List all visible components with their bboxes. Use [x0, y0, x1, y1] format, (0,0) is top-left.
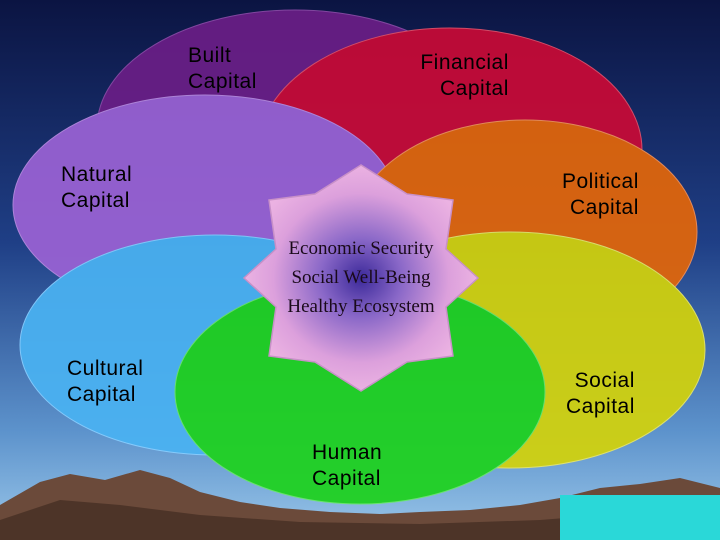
mountain-shade: [0, 500, 720, 540]
goal-healthy-ecosystem: Healthy Ecosystem: [287, 296, 435, 317]
label-social: Social Capital: [566, 368, 635, 420]
label-built-line2: Capital: [188, 70, 257, 93]
center-star: [242, 164, 480, 392]
goal-economic-security: Economic Security: [288, 238, 434, 259]
label-natural-line1: Natural: [61, 163, 133, 186]
label-human-line1: Human: [312, 441, 383, 464]
label-financial-line2: Capital: [440, 77, 509, 100]
label-cultural-line1: Cultural: [67, 357, 144, 380]
label-social-line2: Capital: [566, 395, 635, 418]
label-political-line2: Capital: [570, 196, 639, 219]
goal-social-well-being: Social Well-Being: [291, 267, 431, 288]
sea: [560, 495, 720, 540]
label-cultural-line2: Capital: [67, 383, 136, 406]
label-human-line2: Capital: [312, 467, 381, 490]
label-human: Human Capital: [312, 440, 382, 492]
label-cultural: Cultural Capital: [67, 356, 143, 408]
label-natural: Natural Capital: [61, 162, 132, 214]
label-political: Political Capital: [562, 169, 639, 221]
label-financial: Financial Capital: [410, 50, 509, 102]
label-political-line1: Political: [562, 170, 639, 193]
label-social-line1: Social: [574, 369, 635, 392]
label-natural-line2: Capital: [61, 189, 130, 212]
center-goals: Economic Security Social Well-Being Heal…: [246, 234, 476, 321]
label-built: Built Capital: [188, 43, 257, 95]
label-financial-line1: Financial: [420, 51, 509, 74]
label-built-line1: Built: [188, 44, 232, 67]
